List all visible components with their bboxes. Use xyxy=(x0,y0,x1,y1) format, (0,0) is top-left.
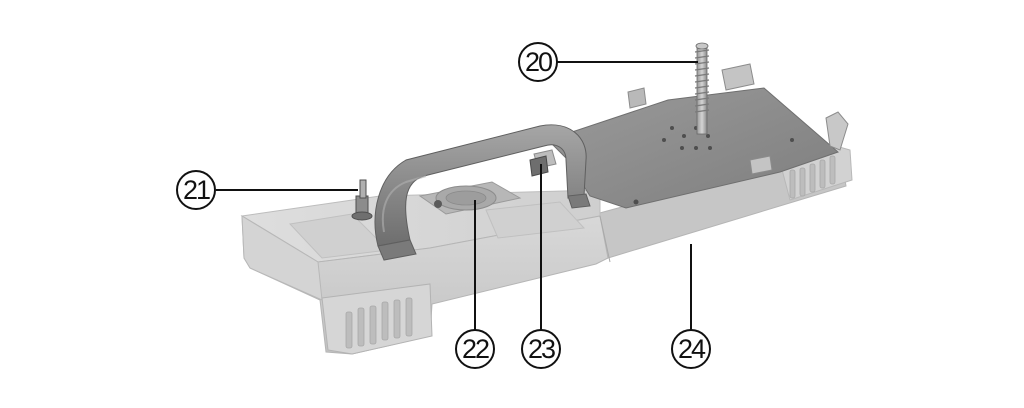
device-body xyxy=(240,42,853,355)
callout-label-24: 24 xyxy=(678,334,706,364)
callout-circle xyxy=(176,170,216,210)
callout-label-22: 22 xyxy=(462,334,489,364)
callout-22: 22 xyxy=(455,329,495,369)
threaded-stud xyxy=(694,42,710,135)
plate-tab-back-left xyxy=(627,87,647,109)
callout-23: 23 xyxy=(521,329,561,369)
callout-circle xyxy=(455,329,495,369)
left-end-face xyxy=(241,215,323,301)
callout-circle xyxy=(518,42,558,82)
plate-tab-front xyxy=(749,155,773,175)
housing-seam xyxy=(599,215,611,263)
top-recess-panel-right xyxy=(485,201,586,239)
callout-21: 21 xyxy=(176,170,216,210)
callout-24: 24 xyxy=(671,329,711,369)
callout-label-23: 23 xyxy=(528,334,555,364)
callout-20: 20 xyxy=(518,42,558,82)
vent-ribs-right xyxy=(789,155,836,199)
carry-handle xyxy=(374,124,591,261)
callout-label-20: 20 xyxy=(525,47,552,77)
plate-tab-back-right xyxy=(721,63,755,91)
callout-circle xyxy=(521,329,561,369)
leader-lines xyxy=(216,61,698,330)
cable-connector xyxy=(351,179,373,221)
callout-label-21: 21 xyxy=(183,175,210,205)
plate-tab-right xyxy=(825,111,849,151)
callout-circle xyxy=(671,329,711,369)
vent-ribs-left xyxy=(345,297,413,349)
handle-mount xyxy=(529,155,549,177)
plate-hole-pattern xyxy=(633,126,794,205)
